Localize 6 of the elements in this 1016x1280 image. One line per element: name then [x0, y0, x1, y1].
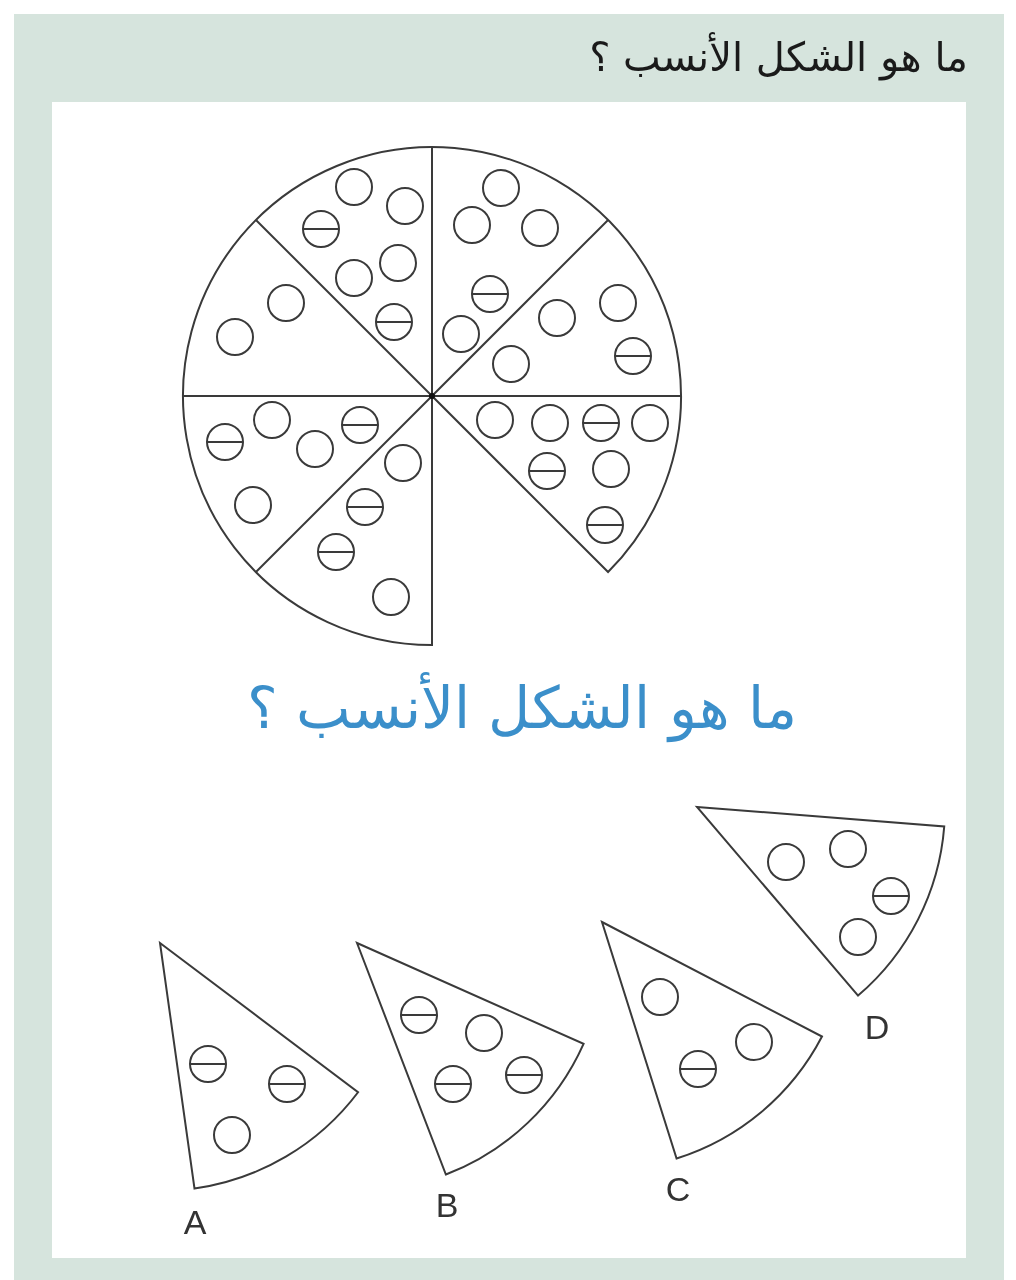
option-letter: D	[864, 1008, 890, 1048]
option-letter: C	[665, 1170, 691, 1210]
option-letter: B	[435, 1186, 459, 1226]
question-text: ما هو الشكل الأنسب ؟	[246, 674, 798, 742]
option-letter: A	[183, 1203, 207, 1243]
page-heading: ما هو الشكل الأنسب ؟	[589, 34, 968, 80]
